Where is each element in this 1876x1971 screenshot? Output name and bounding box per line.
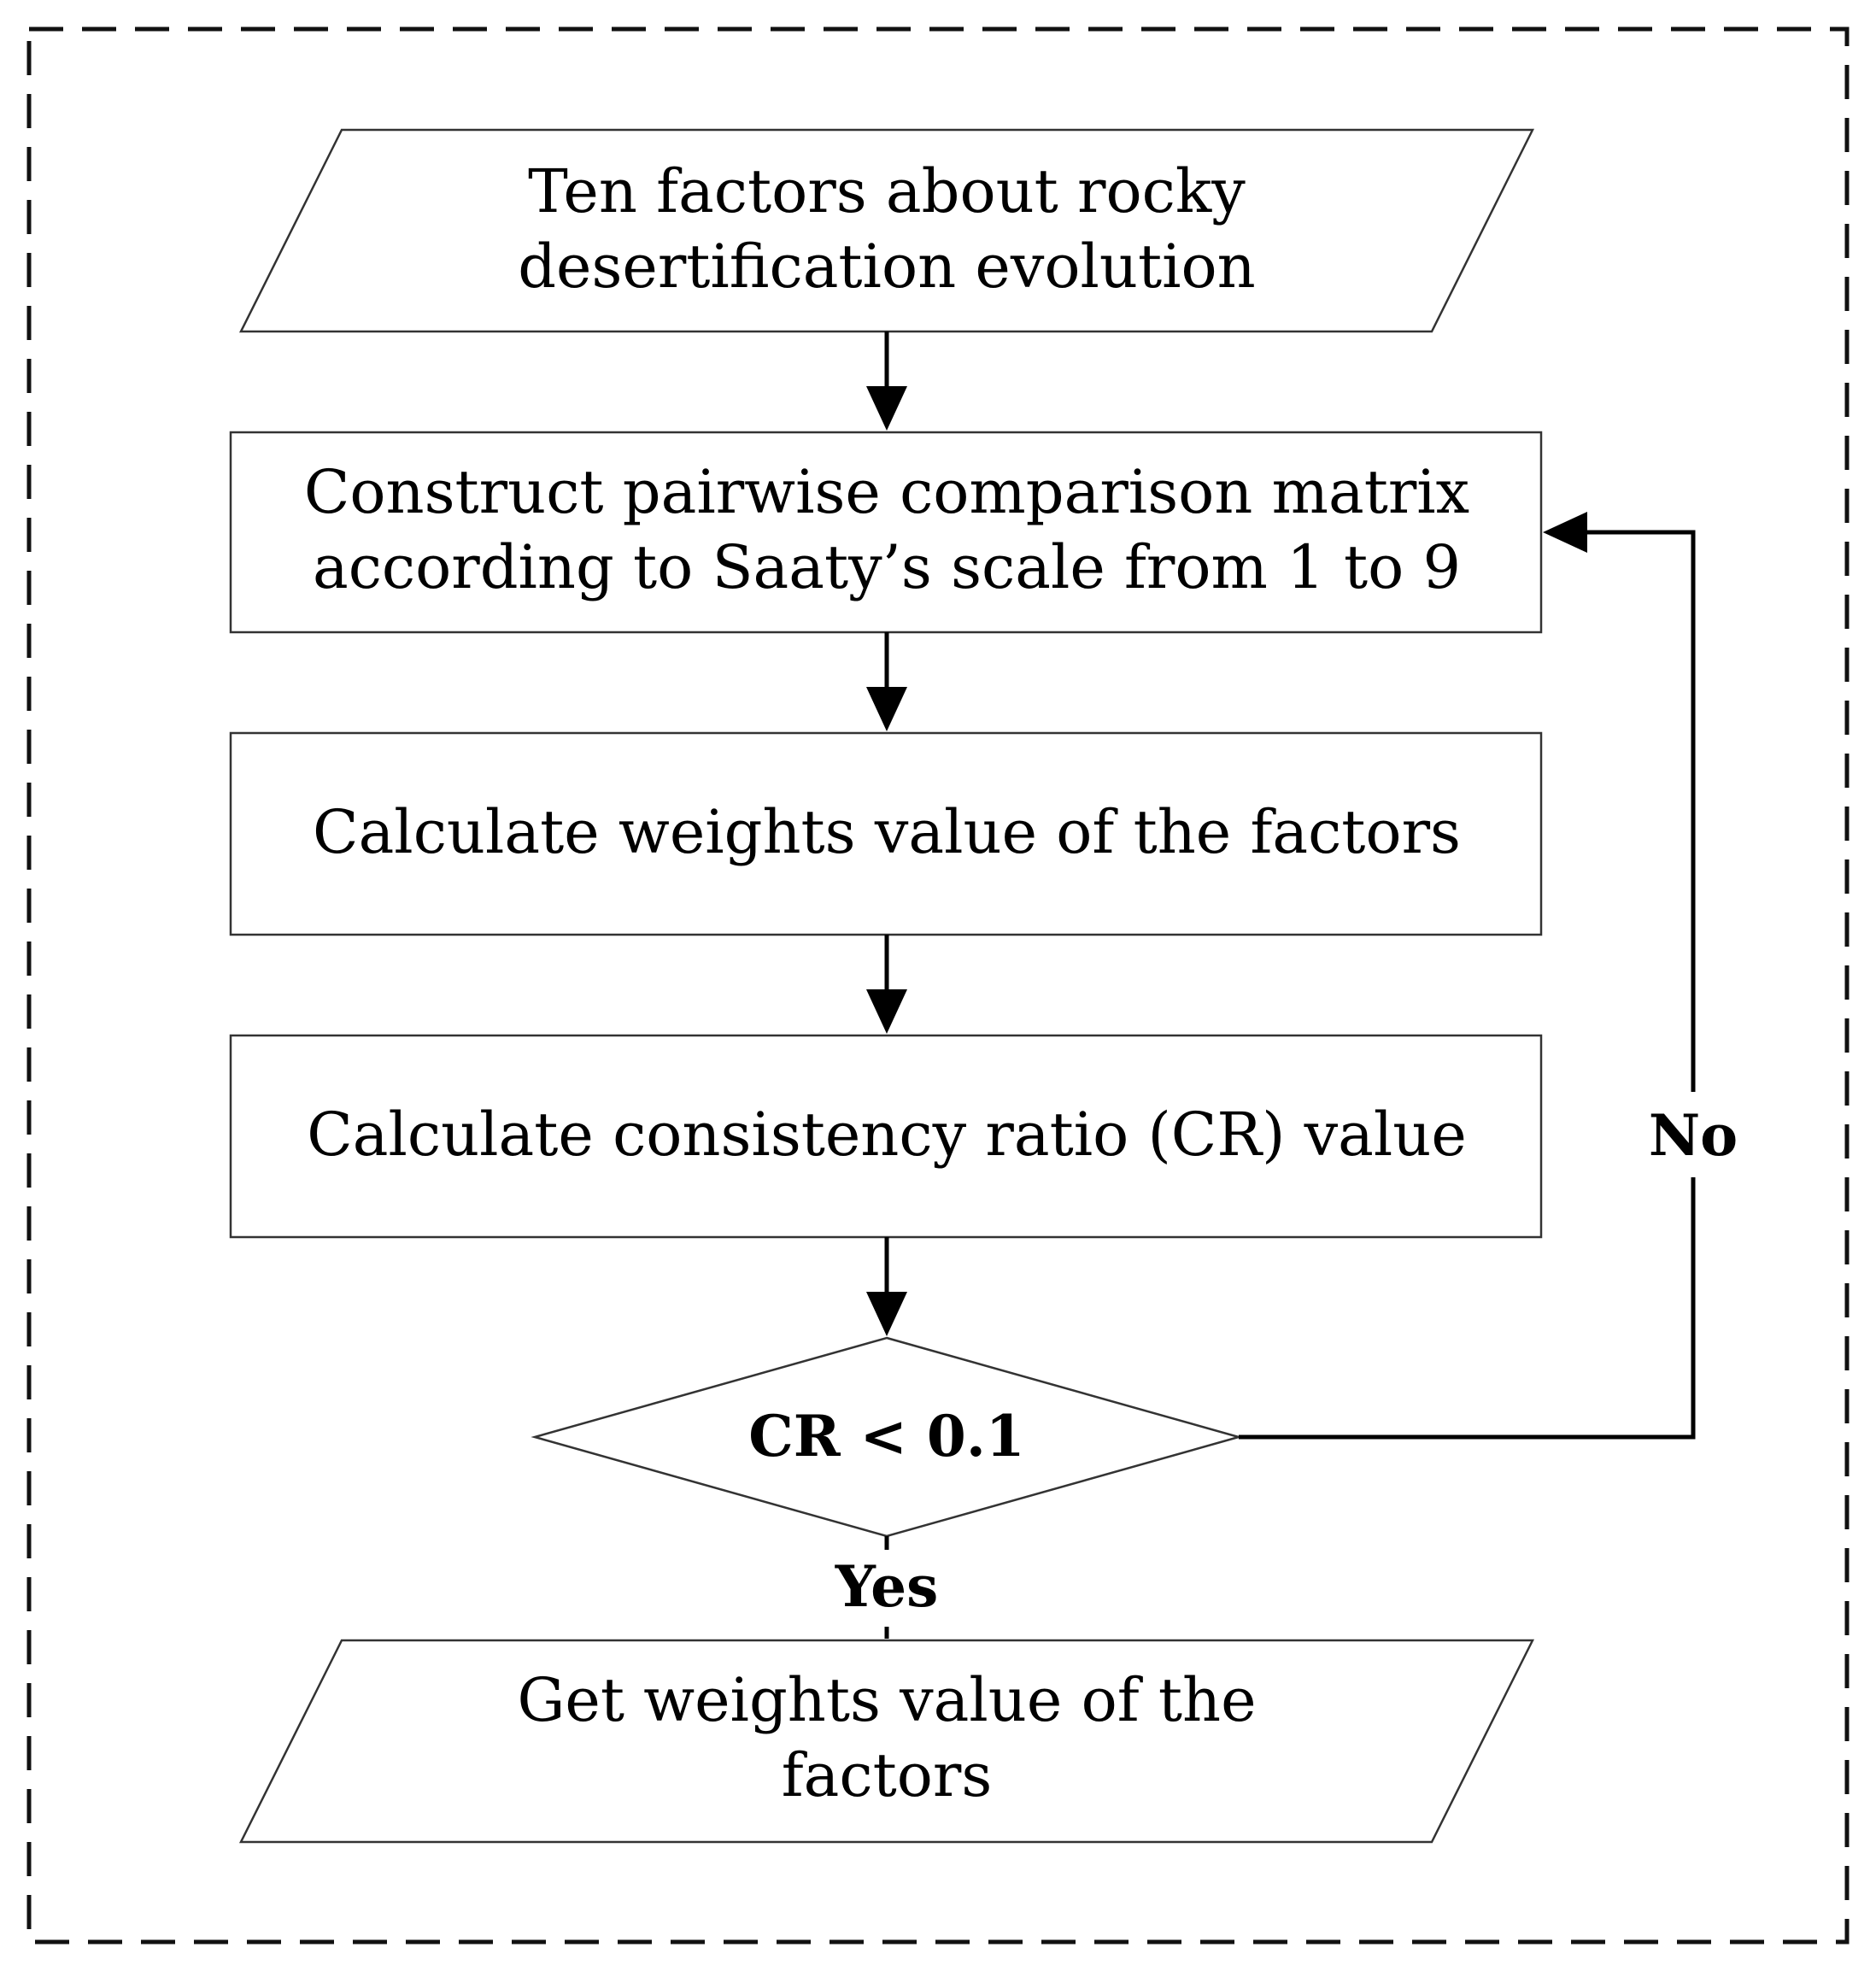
decision-text: CR < 0.1	[748, 1403, 1024, 1469]
construct-box	[229, 431, 1543, 634]
arrow-weights-to-consistency	[866, 935, 907, 1034]
dashed-frame	[26, 26, 1850, 1945]
yes-label: Yes	[835, 1553, 939, 1620]
construct-text-line1: Construct pairwise comparison matrix	[304, 457, 1469, 527]
output-parallelogram	[238, 1639, 1535, 1844]
consistency-node: Calculate consistency ratio (CR) value	[229, 1034, 1543, 1239]
arrow-input-to-construct	[866, 331, 907, 431]
input-node: Ten factors about rocky desertification …	[238, 128, 1535, 333]
consistency-text: Calculate consistency ratio (CR) value	[307, 1100, 1467, 1170]
consistency-box	[229, 1034, 1543, 1239]
input-parallelogram	[238, 128, 1535, 333]
weights-box	[229, 731, 1543, 936]
arrow-consistency-to-decision	[866, 1237, 907, 1336]
arrow-construct-to-weights	[866, 632, 907, 731]
weights-text: Calculate weights value of the factors	[313, 797, 1461, 867]
no-label: No	[1649, 1102, 1738, 1169]
construct-text-line2: according to Saaty’s scale from 1 to 9	[313, 532, 1461, 602]
construct-node: Construct pairwise comparison matrix acc…	[229, 431, 1543, 634]
yes-edge: Yes	[835, 1536, 939, 1639]
weights-node: Calculate weights value of the factors	[229, 731, 1543, 936]
output-text-line1: Get weights value of the	[517, 1665, 1256, 1735]
output-node: Get weights value of the factors	[238, 1639, 1535, 1844]
output-text-line2: factors	[782, 1740, 993, 1810]
input-text-line2: desertification evolution	[518, 232, 1256, 302]
no-feedback-edge: No	[1239, 512, 1738, 1440]
input-text-line1: Ten factors about rocky	[528, 156, 1246, 226]
decision-node: CR < 0.1	[531, 1336, 1243, 1538]
